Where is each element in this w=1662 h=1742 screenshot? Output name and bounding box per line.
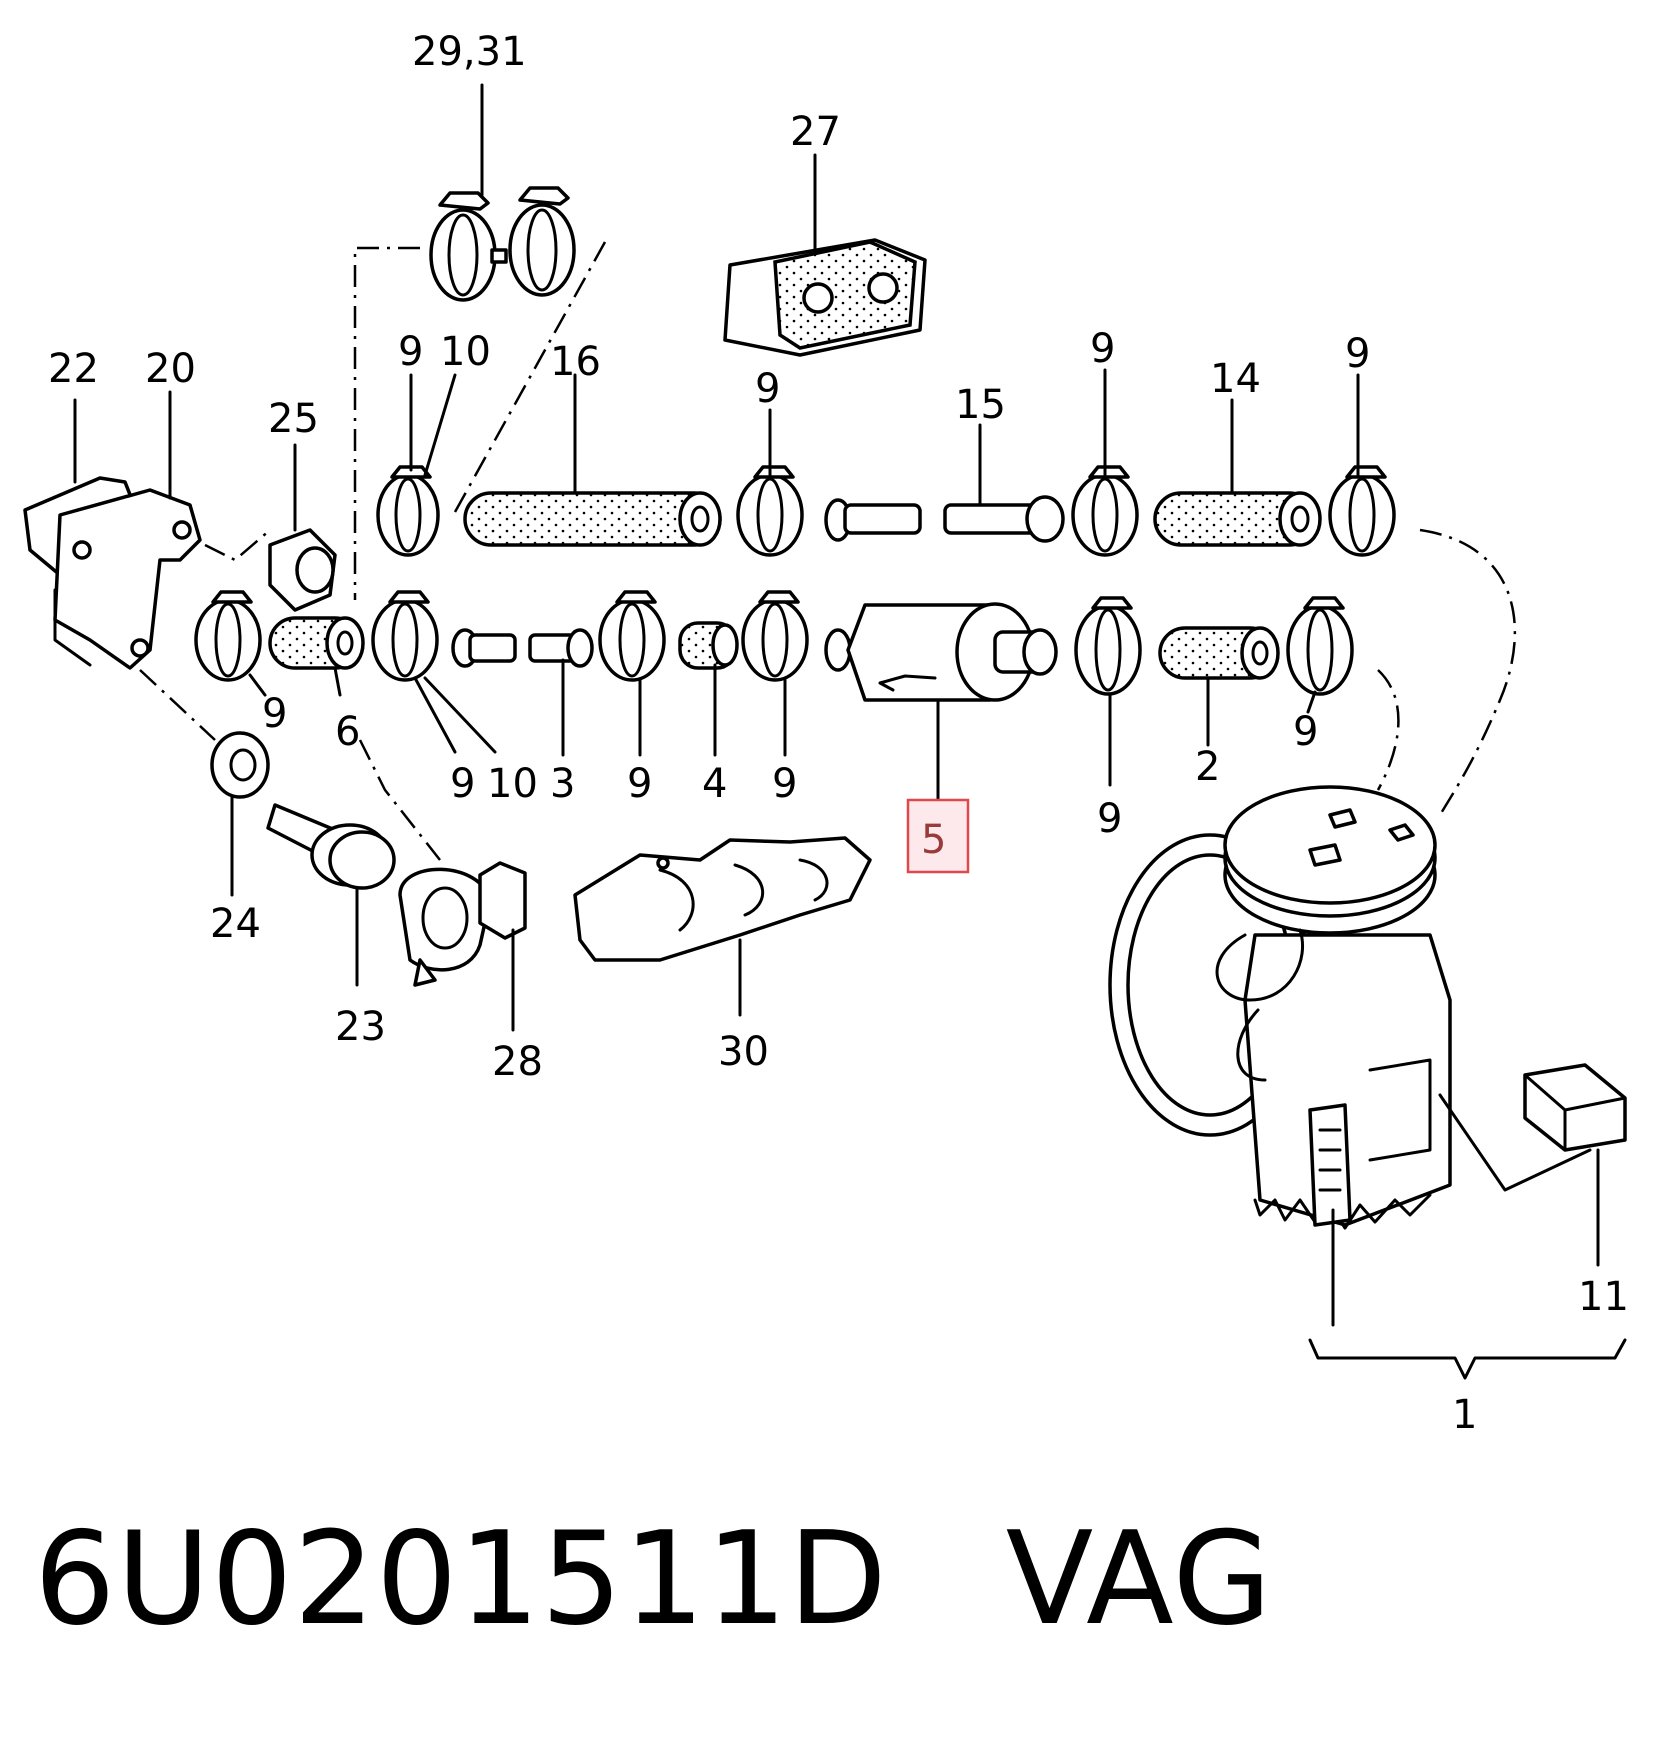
callout-29-31: 29,31 bbox=[412, 29, 527, 75]
fuel-pump-assembly-1 bbox=[1108, 785, 1627, 1230]
clamp-9-upper-2 bbox=[736, 465, 804, 557]
callout-14: 14 bbox=[1210, 356, 1261, 402]
clamp-9-lower-2 bbox=[371, 590, 439, 682]
callout-9-lower-5: 9 bbox=[1097, 796, 1122, 842]
clamp-9-lower-3 bbox=[598, 590, 666, 682]
callout-9-upper-4: 9 bbox=[1345, 331, 1370, 377]
highlight-box-5 bbox=[906, 798, 970, 874]
holder-30 bbox=[573, 836, 872, 962]
grommet-24 bbox=[210, 731, 270, 799]
clamp-9-lower-6 bbox=[1286, 596, 1354, 696]
callout-9-upper-left: 9 bbox=[398, 329, 423, 375]
cover-27 bbox=[723, 238, 927, 357]
bolt-23 bbox=[266, 803, 396, 890]
clamp-9-upper-1 bbox=[376, 465, 440, 557]
callout-9-upper-2: 9 bbox=[755, 366, 780, 412]
callout-9-lower-4: 9 bbox=[772, 761, 797, 807]
callout-9-upper-3: 9 bbox=[1090, 326, 1115, 372]
nut-25 bbox=[268, 528, 337, 612]
part-number: 6U0201511D bbox=[34, 1505, 888, 1654]
hose-clamp-pair-29-31 bbox=[429, 186, 576, 302]
callout-3: 3 bbox=[550, 761, 575, 807]
callout-9-lower-2: 9 bbox=[450, 761, 475, 807]
callout-6: 6 bbox=[335, 709, 360, 755]
callout-9-lower-1: 9 bbox=[262, 691, 287, 737]
callout-5: 5 bbox=[921, 817, 946, 863]
connector-15 bbox=[824, 495, 1065, 543]
part-number-footer: 6U0201511D VAG bbox=[34, 1505, 1391, 1654]
callout-10-upper: 10 bbox=[440, 329, 491, 375]
callout-25: 25 bbox=[268, 396, 319, 442]
brand-name: VAG bbox=[1005, 1505, 1273, 1654]
connector-3 bbox=[451, 628, 594, 668]
callout-10-lower: 10 bbox=[487, 761, 538, 807]
clamp-9-lower-4 bbox=[741, 590, 809, 682]
callout-1: 1 bbox=[1452, 1392, 1477, 1438]
clamp-9-lower-5 bbox=[1074, 596, 1142, 696]
callout-22: 22 bbox=[48, 346, 99, 392]
callout-9-lower-6: 9 bbox=[1293, 709, 1318, 755]
callout-2: 2 bbox=[1195, 744, 1220, 790]
callout-24: 24 bbox=[210, 901, 261, 947]
clamp-9-lower-1 bbox=[194, 590, 262, 682]
callout-27: 27 bbox=[790, 109, 841, 155]
callout-23: 23 bbox=[335, 1004, 386, 1050]
callout-30: 30 bbox=[718, 1029, 769, 1075]
fuel-filter-5 bbox=[824, 602, 1058, 702]
callout-9-lower-3: 9 bbox=[627, 761, 652, 807]
callout-20: 20 bbox=[145, 346, 196, 392]
clamp-28 bbox=[398, 861, 527, 987]
clamp-9-upper-4 bbox=[1328, 465, 1396, 557]
callout-15: 15 bbox=[955, 382, 1006, 428]
clamp-9-upper-3 bbox=[1071, 465, 1139, 557]
bracket-1 bbox=[1308, 1338, 1627, 1380]
callout-4: 4 bbox=[702, 761, 727, 807]
callout-16: 16 bbox=[550, 339, 601, 385]
callout-28: 28 bbox=[492, 1039, 543, 1085]
bracket-20-22 bbox=[23, 476, 202, 670]
callout-11: 11 bbox=[1578, 1274, 1629, 1320]
